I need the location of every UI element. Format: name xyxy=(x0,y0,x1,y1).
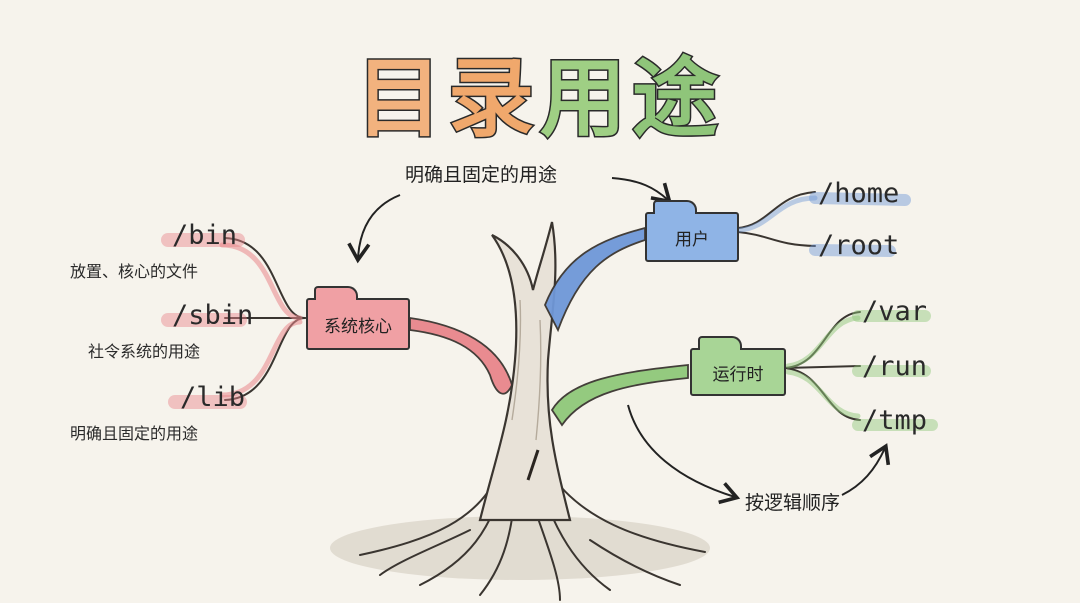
dir-sbin-desc: 社令系统的用途 xyxy=(88,342,201,361)
arrow-to-order xyxy=(627,404,741,505)
dir-run: /run xyxy=(862,351,928,382)
trunk-texture xyxy=(511,299,542,441)
dir-bin-desc: 放置、核心的文件 xyxy=(70,262,199,281)
folder-system[interactable]: 系统核心 xyxy=(306,286,410,350)
folder-runtime-label: 运行时 xyxy=(712,364,764,385)
dir-home: /home xyxy=(818,178,900,209)
dir-lib-desc: 明确且固定的用途 xyxy=(70,424,199,443)
dir-tmp: /tmp xyxy=(862,405,928,436)
folder-system-label: 系统核心 xyxy=(324,316,392,337)
title-char: 用 xyxy=(539,48,632,151)
label-highlights xyxy=(161,192,938,431)
dir-lib: /lib xyxy=(180,382,246,413)
branch-user xyxy=(544,226,646,333)
system-connectors xyxy=(219,237,306,401)
arrow-to-system xyxy=(347,194,401,264)
branch-system xyxy=(409,316,513,395)
trunk-crack xyxy=(526,449,540,481)
runtime-connectors xyxy=(784,311,861,421)
dir-root: /root xyxy=(818,230,900,261)
dir-sbin: /sbin xyxy=(172,300,254,331)
user-connectors xyxy=(737,191,818,247)
folder-user-label: 用户 xyxy=(675,229,709,250)
folder-runtime[interactable]: 运行时 xyxy=(690,336,786,396)
title-char: 录 xyxy=(447,48,540,151)
title-char: 目 xyxy=(355,48,448,151)
dir-bin: /bin xyxy=(172,220,238,251)
arrow-to-tmp xyxy=(841,443,891,496)
tree-roots xyxy=(359,469,706,601)
annotation-bottom: 按逻辑顺序 xyxy=(745,492,841,514)
arrow-to-user xyxy=(611,177,672,204)
dir-var: /var xyxy=(862,296,928,327)
folder-user[interactable]: 用户 xyxy=(645,200,739,262)
annotation-top: 明确且固定的用途 xyxy=(405,164,558,186)
branch-runtime xyxy=(550,364,689,427)
tree-trunk xyxy=(478,221,572,522)
ground-shadow xyxy=(330,516,710,580)
page-title: 目录用途 xyxy=(0,28,1080,153)
title-char: 途 xyxy=(631,48,724,151)
